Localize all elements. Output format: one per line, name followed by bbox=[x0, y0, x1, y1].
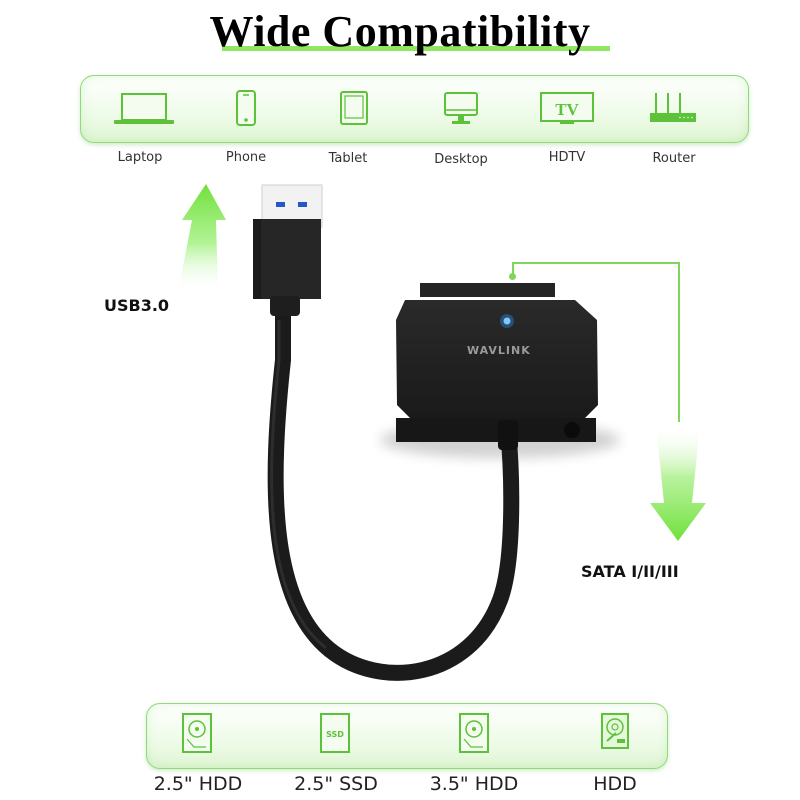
connector-line bbox=[512, 262, 680, 264]
tablet-icon bbox=[340, 91, 368, 125]
device-label-hdtv: HDTV bbox=[548, 150, 586, 165]
svg-text:TV: TV bbox=[555, 100, 579, 119]
device-compatibility-panel bbox=[80, 75, 749, 143]
phone-icon bbox=[236, 90, 256, 126]
drive-compatibility-panel bbox=[146, 703, 668, 769]
drive-label-35-hdd: 3.5" HDD bbox=[429, 773, 519, 795]
svg-text:SSD: SSD bbox=[326, 730, 344, 739]
hdd-icon bbox=[459, 713, 489, 753]
device-label-laptop: Laptop bbox=[117, 150, 163, 165]
hdd-icon bbox=[182, 713, 212, 753]
device-label-desktop: Desktop bbox=[434, 152, 488, 167]
ssd-icon: SSD bbox=[320, 713, 350, 753]
arrow-up-icon bbox=[172, 182, 232, 306]
router-icon bbox=[650, 91, 696, 125]
sata-label: SATA I/II/III bbox=[581, 562, 679, 581]
drive-label-25-ssd: 2.5" SSD bbox=[294, 773, 378, 795]
connector-dot bbox=[509, 273, 516, 280]
device-label-phone: Phone bbox=[225, 150, 267, 165]
device-label-router: Router bbox=[652, 151, 696, 166]
title-underline bbox=[222, 46, 610, 51]
hdd-icon bbox=[601, 713, 629, 749]
page-title: Wide Compatibility bbox=[209, 7, 591, 56]
connector-line bbox=[678, 262, 680, 422]
brand-logo: WAVLINK bbox=[467, 344, 531, 357]
connector-line bbox=[512, 262, 514, 276]
laptop-icon bbox=[114, 92, 174, 126]
drive-label-hdd: HDD bbox=[593, 773, 637, 795]
drive-label-25-hdd: 2.5" HDD bbox=[153, 773, 243, 795]
tv-icon: TV bbox=[540, 92, 594, 126]
arrow-down-icon bbox=[650, 425, 706, 549]
device-label-tablet: Tablet bbox=[328, 151, 368, 166]
desktop-icon bbox=[444, 92, 478, 126]
usb-label: USB3.0 bbox=[104, 296, 170, 315]
